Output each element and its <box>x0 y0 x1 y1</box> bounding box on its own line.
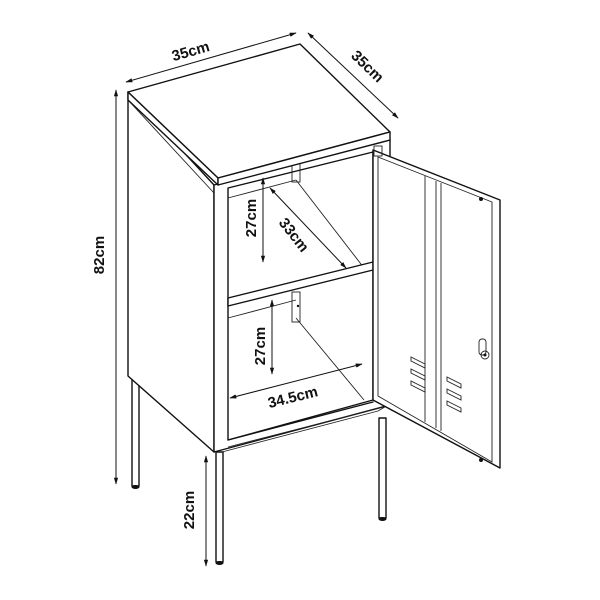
dimension-lines <box>113 32 399 567</box>
open-door <box>372 145 501 469</box>
leg-back-right <box>378 417 387 521</box>
dim-inner-width <box>229 363 363 399</box>
hinge-screw <box>479 458 483 462</box>
leg-front-left <box>215 451 224 565</box>
vent-slots <box>410 356 462 413</box>
hinge-screw <box>479 197 483 201</box>
label-top-depth: 35cm <box>347 47 386 86</box>
label-leg-height: 22cm <box>181 491 198 529</box>
dim-top-width <box>125 32 297 83</box>
label-upper-height: 27cm <box>243 199 260 237</box>
label-lower-height: 27cm <box>252 327 269 365</box>
padlock-hasp-icon <box>478 338 490 360</box>
label-total-height: 82cm <box>91 236 108 274</box>
dim-top-depth <box>307 32 399 119</box>
hinge-top <box>373 145 383 157</box>
leg-back-left <box>131 375 140 489</box>
bottom-rails <box>221 401 389 453</box>
label-top-width: 35cm <box>170 38 212 65</box>
dim-shelf-depth <box>269 187 347 269</box>
